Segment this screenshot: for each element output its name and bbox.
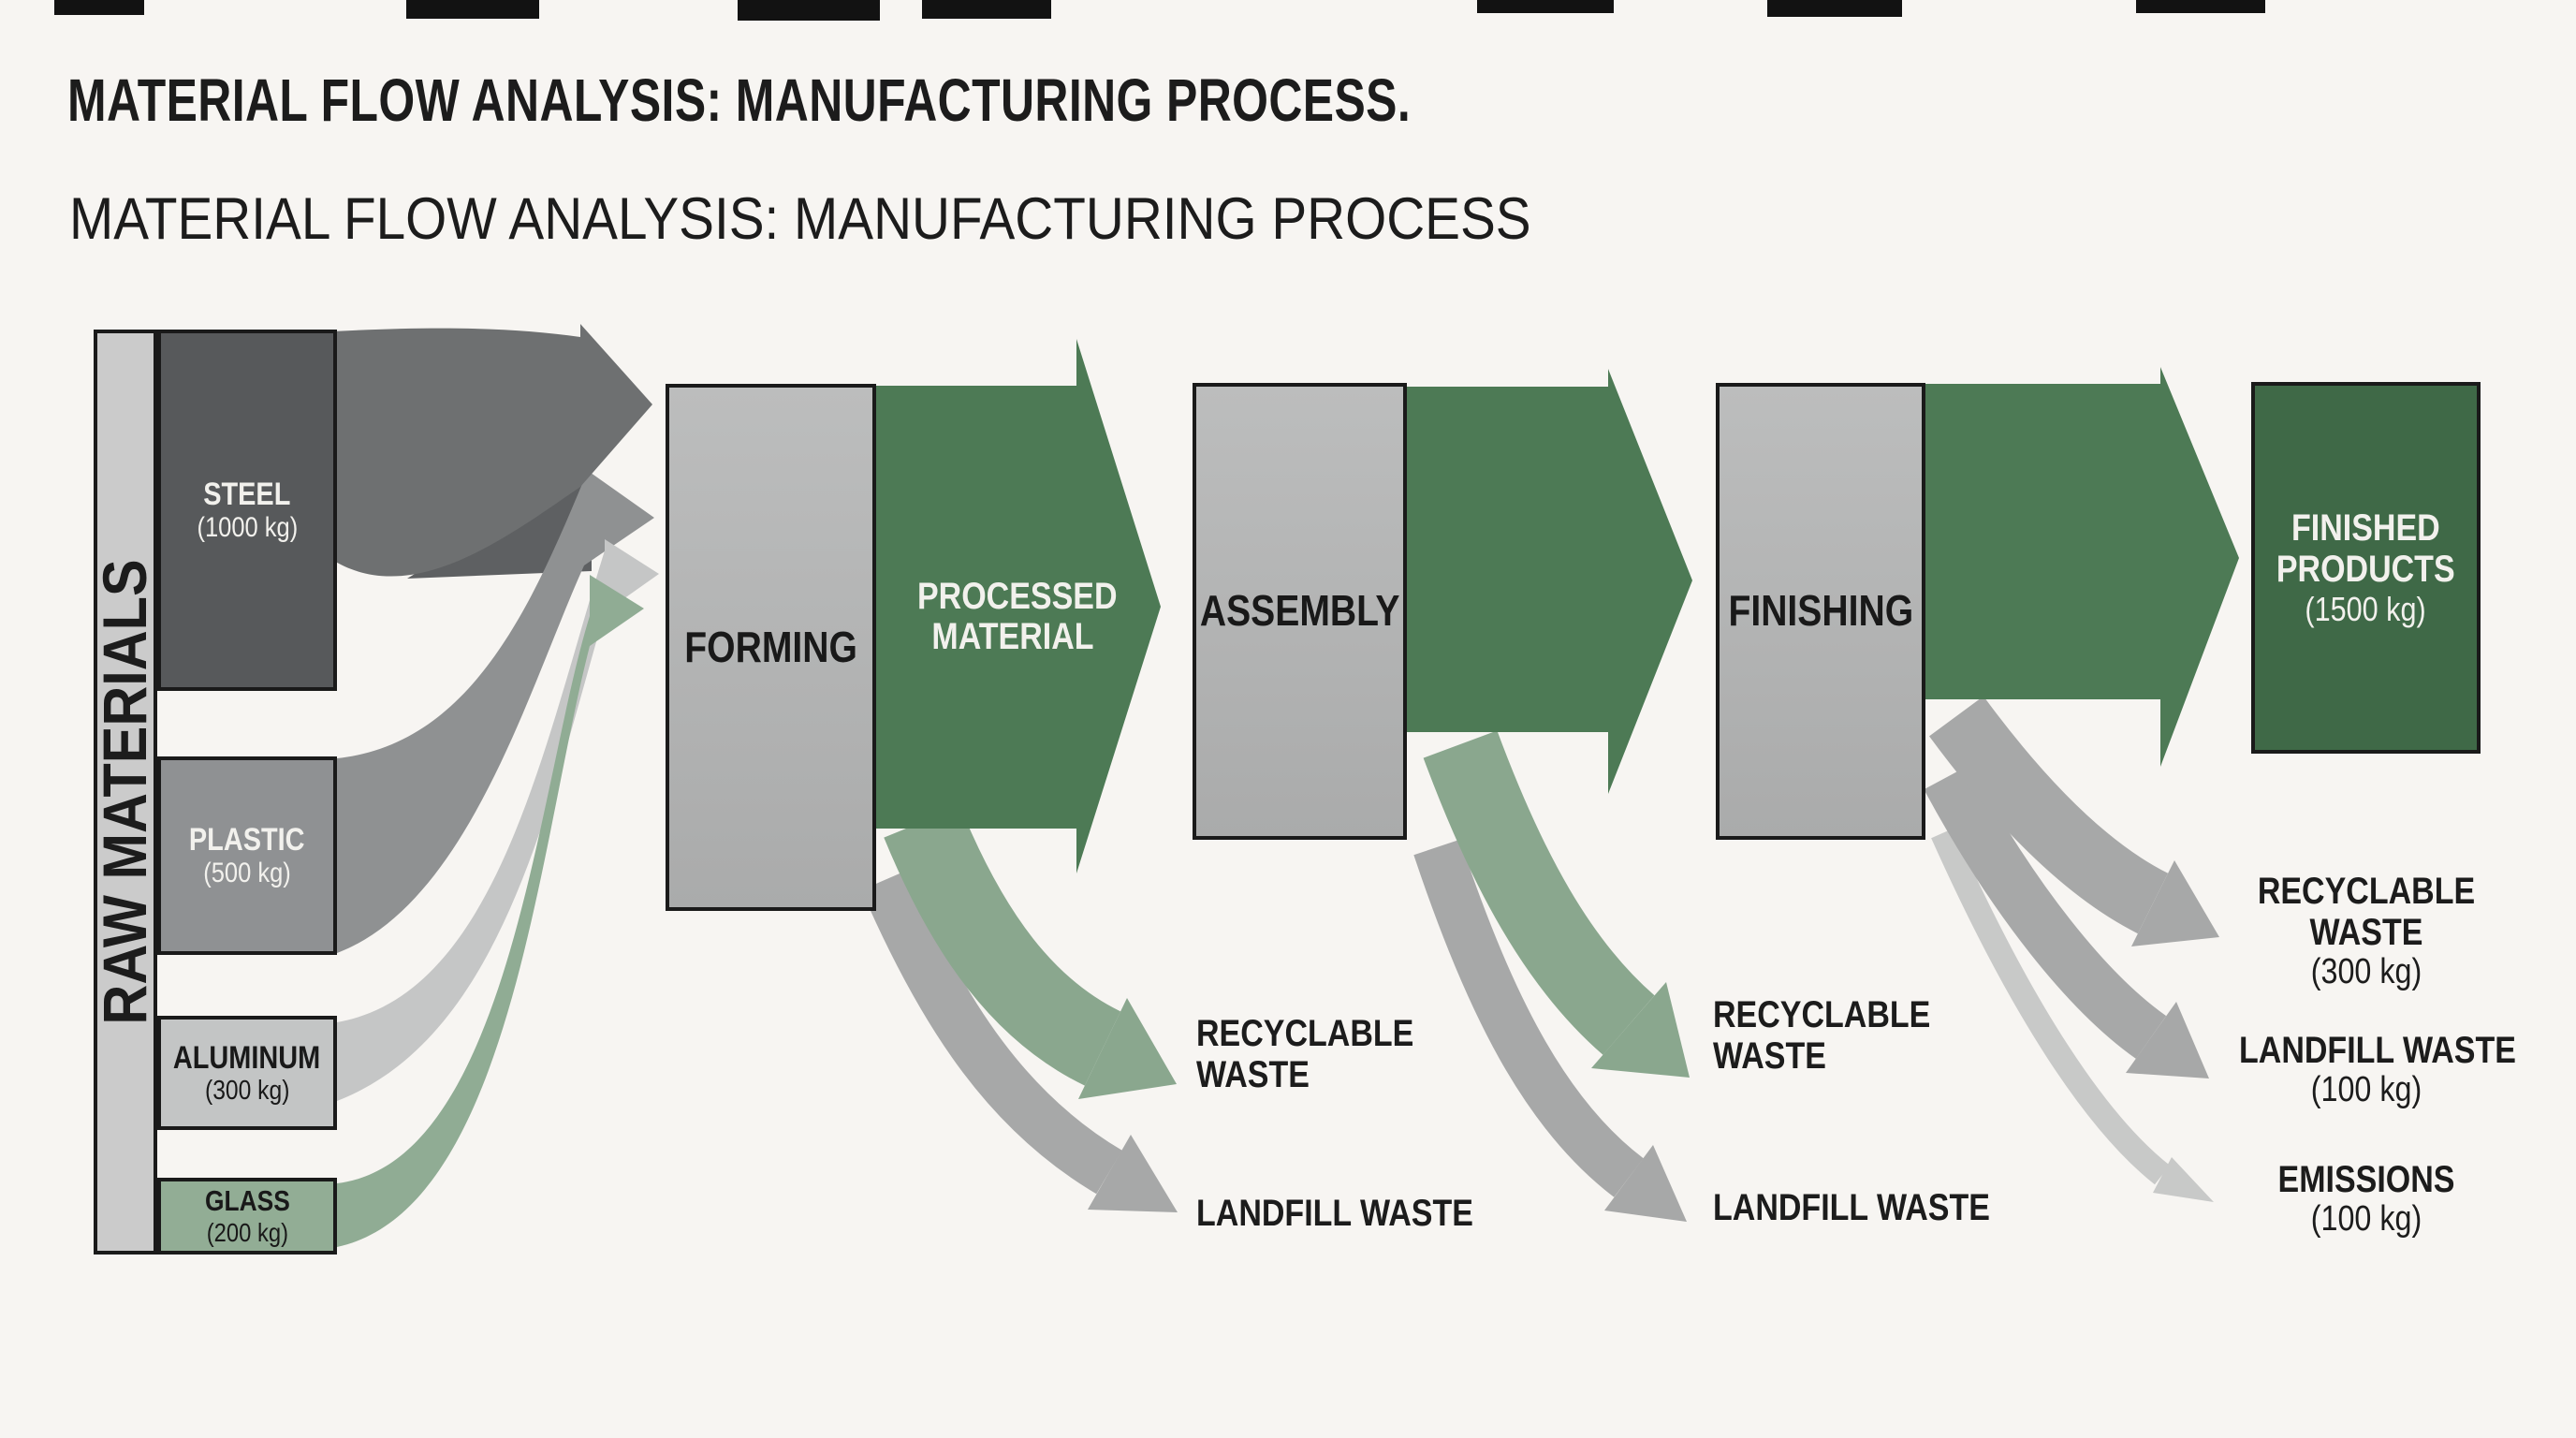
raw-materials-axis-label: RAW MATERIALS (90, 559, 160, 1025)
source-box-steel: STEEL (1000 kg) (157, 330, 337, 691)
final-landfill-waste-label: LANDFILL WASTE (100 kg) (2217, 1030, 2516, 1110)
final-emissions-amount: (100 kg) (2310, 1199, 2422, 1239)
forming-landfill-line: LANDFILL WASTE (1196, 1193, 1473, 1234)
final-landfill-amount: (100 kg) (2310, 1070, 2422, 1109)
finished-line2: PRODUCTS (2276, 549, 2455, 591)
source-box-plastic: PLASTIC (500 kg) (157, 756, 337, 955)
forming-landfill-arrowhead (1088, 1135, 1178, 1212)
finishing-flow-arrow (1925, 367, 2239, 767)
flow-plastic-band (337, 468, 654, 953)
aluminum-amount: (300 kg) (204, 1075, 290, 1106)
final-recyclable-waste-label: RECYCLABLE WASTE (300 kg) (2237, 871, 2496, 992)
forming-landfill-band (861, 870, 1122, 1195)
finishing-recyclable-arrowhead (2131, 860, 2219, 946)
plastic-amount: (500 kg) (203, 858, 291, 889)
top-crop-mark (922, 0, 1051, 19)
assembly-recyclable-band (1423, 730, 1655, 1055)
top-crop-mark (738, 0, 880, 21)
processed-material-label: PROCESSED MATERIAL (900, 576, 1125, 658)
top-crop-mark (1477, 0, 1614, 13)
assembly-recyclable-line1: RECYCLABLE (1713, 994, 1931, 1035)
assembly-recyclable-line2: WASTE (1713, 1035, 1826, 1077)
forming-recyclable-waste-label: RECYCLABLE WASTE (1196, 1013, 1452, 1095)
forming-recyclable-line1: RECYCLABLE (1196, 1013, 1414, 1054)
assembly-landfill-arrowhead (1604, 1145, 1687, 1222)
top-crop-mark (1767, 0, 1902, 17)
assembly-flow-arrow (1407, 369, 1692, 794)
top-crop-mark (406, 0, 539, 19)
steel-amount: (1000 kg) (197, 512, 298, 544)
page-title: MATERIAL FLOW ANALYSIS: MANUFACTURING PR… (67, 66, 1412, 134)
finished-amount: (1500 kg) (2305, 590, 2427, 629)
flow-steel-band (332, 324, 652, 577)
stage-box-finishing: FINISHING (1716, 383, 1925, 840)
top-crop-mark (2136, 0, 2265, 13)
source-box-glass: GLASS (200 kg) (157, 1178, 337, 1255)
assembly-landfill-waste-label: LANDFILL WASTE (1713, 1187, 2039, 1228)
processed-material-arrow (876, 339, 1161, 873)
finishing-landfill-band (1924, 764, 2167, 1059)
forming-recyclable-arrowhead (1078, 998, 1177, 1099)
forming-label: FORMING (684, 622, 857, 671)
steel-name: STEEL (203, 477, 291, 513)
aluminum-name: ALUMINUM (173, 1039, 321, 1076)
final-recyclable-line2: WASTE (2309, 912, 2423, 953)
page-subtitle: MATERIAL FLOW ANALYSIS: MANUFACTURING PR… (69, 186, 1531, 252)
final-emissions-line: EMISSIONS (2277, 1159, 2455, 1200)
glass-amount: (200 kg) (206, 1217, 288, 1247)
assembly-label: ASSEMBLY (1199, 586, 1400, 636)
forming-landfill-waste-label: LANDFILL WASTE (1196, 1193, 1522, 1234)
forming-recyclable-line2: WASTE (1196, 1054, 1310, 1095)
finished-line1: FINISHED (2291, 506, 2440, 549)
final-recyclable-line1: RECYCLABLE (2257, 871, 2476, 912)
finishing-recyclable-band (1929, 696, 2169, 934)
plastic-name: PLASTIC (189, 822, 305, 858)
forming-recyclable-band (884, 806, 1121, 1086)
final-recyclable-amount: (300 kg) (2310, 952, 2422, 991)
raw-materials-bar: RAW MATERIALS (90, 330, 160, 1255)
flow-glass-band (337, 575, 644, 1247)
assembly-recyclable-arrowhead (1591, 982, 1690, 1078)
finishing-emissions-arrowhead (2153, 1157, 2214, 1202)
assembly-landfill-line: LANDFILL WASTE (1713, 1187, 1990, 1228)
finishing-label: FINISHING (1728, 586, 1913, 636)
finished-products-box: FINISHED PRODUCTS (1500 kg) (2251, 382, 2481, 754)
final-emissions-label: EMISSIONS (100 kg) (2237, 1159, 2496, 1240)
finishing-landfill-arrowhead (2126, 1002, 2209, 1078)
assembly-recyclable-waste-label: RECYCLABLE WASTE (1713, 994, 1969, 1077)
glass-name: GLASS (204, 1183, 290, 1217)
processed-line2: MATERIAL (931, 616, 1094, 658)
finishing-emissions-band (1931, 828, 2171, 1185)
stage-box-assembly: ASSEMBLY (1193, 383, 1407, 840)
processed-line1: PROCESSED (917, 576, 1118, 617)
final-landfill-line: LANDFILL WASTE (2239, 1030, 2516, 1071)
top-crop-mark (54, 0, 144, 15)
stage-box-forming: FORMING (666, 384, 876, 911)
source-box-aluminum: ALUMINUM (300 kg) (157, 1016, 337, 1130)
assembly-landfill-band (1413, 839, 1644, 1197)
